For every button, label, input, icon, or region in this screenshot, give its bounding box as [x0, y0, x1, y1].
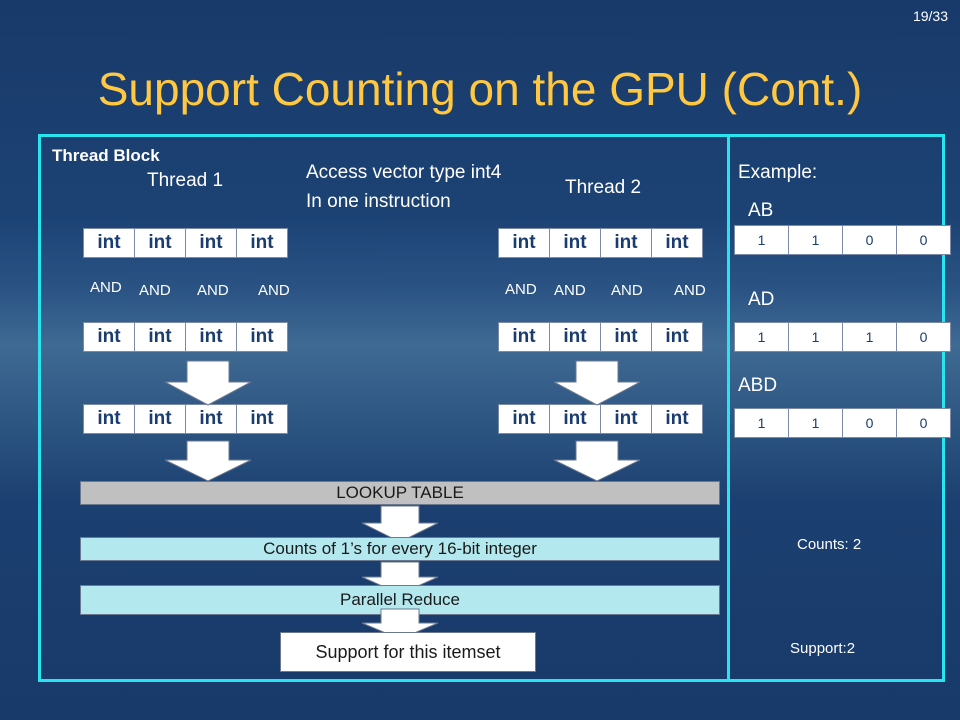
int-cell: int — [600, 322, 652, 352]
itemset-bits-ab: 1 1 0 0 — [734, 225, 951, 255]
counts-bar: Counts of 1’s for every 16-bit integer — [80, 537, 720, 561]
access-note-line1: Access vector type int4 — [306, 162, 502, 183]
int-cell: int — [236, 228, 288, 258]
int-cell: int — [134, 322, 186, 352]
bit-cell: 0 — [842, 225, 897, 255]
thread-block-label: Thread Block — [52, 146, 160, 165]
int-cell: int — [185, 228, 237, 258]
down-arrow-icon — [361, 608, 439, 640]
bit-cell: 1 — [788, 225, 843, 255]
thread2-row3: int int int int — [498, 404, 703, 434]
and-label: AND — [611, 282, 643, 299]
thread2-label: Thread 2 — [565, 177, 642, 198]
and-label: AND — [258, 282, 290, 299]
thread2-row1: int int int int — [498, 228, 703, 258]
bit-cell: 1 — [788, 322, 843, 352]
bit-cell: 1 — [734, 225, 789, 255]
thread1-row1: int int int int — [83, 228, 288, 258]
thread1-label: Thread 1 — [147, 170, 224, 191]
down-arrow-icon — [164, 440, 252, 482]
bit-cell: 0 — [896, 408, 951, 438]
and-label: AND — [674, 282, 706, 299]
int-cell: int — [236, 322, 288, 352]
int-cell: int — [600, 228, 652, 258]
and-label: AND — [505, 281, 537, 298]
bit-cell: 0 — [842, 408, 897, 438]
counts-text: Counts: 2 — [797, 536, 862, 553]
bit-cell: 1 — [842, 322, 897, 352]
support-box: Support for this itemset — [280, 632, 536, 672]
int-cell: int — [83, 322, 135, 352]
example-label: Example: — [738, 162, 818, 183]
bit-cell: 1 — [788, 408, 843, 438]
int-cell: int — [600, 404, 652, 434]
bit-cell: 1 — [734, 408, 789, 438]
and-label: AND — [139, 282, 171, 299]
int-cell: int — [134, 404, 186, 434]
page-number: 19/33 — [912, 8, 948, 24]
lookup-table-bar: LOOKUP TABLE — [80, 481, 720, 505]
int-cell: int — [185, 322, 237, 352]
int-cell: int — [651, 322, 703, 352]
int-cell: int — [498, 322, 550, 352]
int-cell: int — [498, 228, 550, 258]
int-cell: int — [185, 404, 237, 434]
itemset-bits-ad: 1 1 1 0 — [734, 322, 951, 352]
down-arrow-icon — [553, 440, 641, 482]
thread2-row2: int int int int — [498, 322, 703, 352]
int-cell: int — [498, 404, 550, 434]
bit-cell: 1 — [734, 322, 789, 352]
support-text: Support:2 — [790, 640, 856, 657]
itemset-bits-abd: 1 1 0 0 — [734, 408, 951, 438]
int-cell: int — [549, 322, 601, 352]
int-cell: int — [83, 228, 135, 258]
bit-cell: 0 — [896, 322, 951, 352]
int-cell: int — [83, 404, 135, 434]
down-arrow-icon — [164, 360, 252, 406]
itemset-name: AD — [748, 289, 775, 310]
int-cell: int — [236, 404, 288, 434]
access-note-line2: In one instruction — [306, 191, 451, 212]
and-label: AND — [554, 282, 586, 299]
int-cell: int — [651, 228, 703, 258]
int-cell: int — [134, 228, 186, 258]
bit-cell: 0 — [896, 225, 951, 255]
and-label: AND — [90, 279, 122, 296]
itemset-name: ABD — [738, 375, 778, 396]
int-cell: int — [651, 404, 703, 434]
int-cell: int — [549, 228, 601, 258]
thread1-row3: int int int int — [83, 404, 288, 434]
and-label: AND — [197, 282, 229, 299]
int-cell: int — [549, 404, 601, 434]
down-arrow-icon — [361, 505, 439, 543]
itemset-name: AB — [748, 200, 774, 221]
slide-title: Support Counting on the GPU (Cont.) — [97, 63, 863, 115]
thread1-row2: int int int int — [83, 322, 288, 352]
down-arrow-icon — [553, 360, 641, 406]
